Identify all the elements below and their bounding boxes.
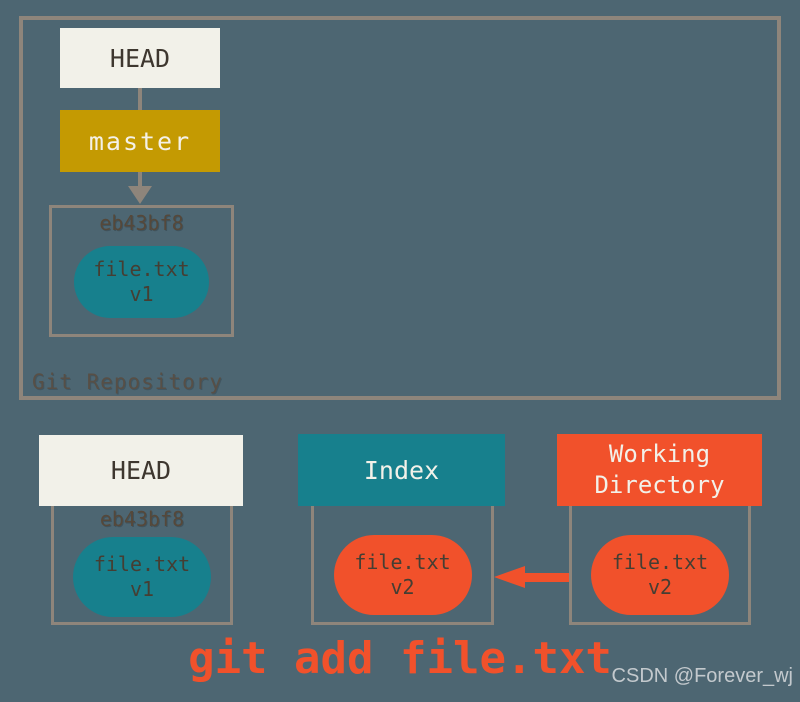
arrow-left-icon <box>494 566 525 588</box>
head-column-header: HEAD <box>39 435 243 506</box>
arrow-down-icon <box>128 186 152 204</box>
file-blob-version: v1 <box>129 577 155 601</box>
git-repository-label: Git Repository <box>32 370 224 394</box>
file-blob-version: v1 <box>129 282 154 306</box>
caption-git-command: git add file.txt <box>188 633 612 684</box>
master-branch-box: master <box>60 110 220 172</box>
file-blob-name: file.txt <box>93 257 190 281</box>
commit-id: eb43bf8 <box>99 211 184 235</box>
file-blob-version: v2 <box>390 575 415 599</box>
head-column-title: HEAD <box>110 456 172 485</box>
index-column-file-blob: file.txt v2 <box>333 535 472 615</box>
commit-box: eb43bf8 file.txt v1 <box>49 205 234 337</box>
file-blob-name: file.txt <box>93 552 191 576</box>
git-repository-box: Git Repository <box>19 16 781 400</box>
working-directory-column-title: Working Directory <box>594 440 725 499</box>
head-column-commit-id: eb43bf8 <box>99 507 185 531</box>
watermark: CSDN @Forever_wj <box>611 665 793 687</box>
head-ref-box: HEAD <box>60 28 220 88</box>
head-column-container: eb43bf8 file.txt v1 <box>51 502 233 625</box>
file-blob-v1: file.txt v1 <box>74 246 209 318</box>
add-arrow-shaft <box>525 573 569 582</box>
index-column-title: Index <box>363 455 440 485</box>
connector-head-to-master <box>138 88 142 110</box>
index-column-container: file.txt v2 <box>311 502 494 625</box>
working-directory-column-header: Working Directory <box>557 434 762 506</box>
file-blob-name: file.txt <box>354 550 451 574</box>
file-blob-name: file.txt <box>611 550 709 574</box>
head-ref-label: HEAD <box>109 43 171 73</box>
working-directory-file-blob: file.txt v2 <box>591 535 729 615</box>
file-blob-version: v2 <box>647 575 673 599</box>
head-column-file-blob: file.txt v1 <box>73 537 211 617</box>
connector-master-to-commit <box>138 172 142 186</box>
master-branch-label: master <box>88 126 192 156</box>
working-directory-column-container: file.txt v2 <box>569 502 751 625</box>
index-column-header: Index <box>298 434 505 506</box>
